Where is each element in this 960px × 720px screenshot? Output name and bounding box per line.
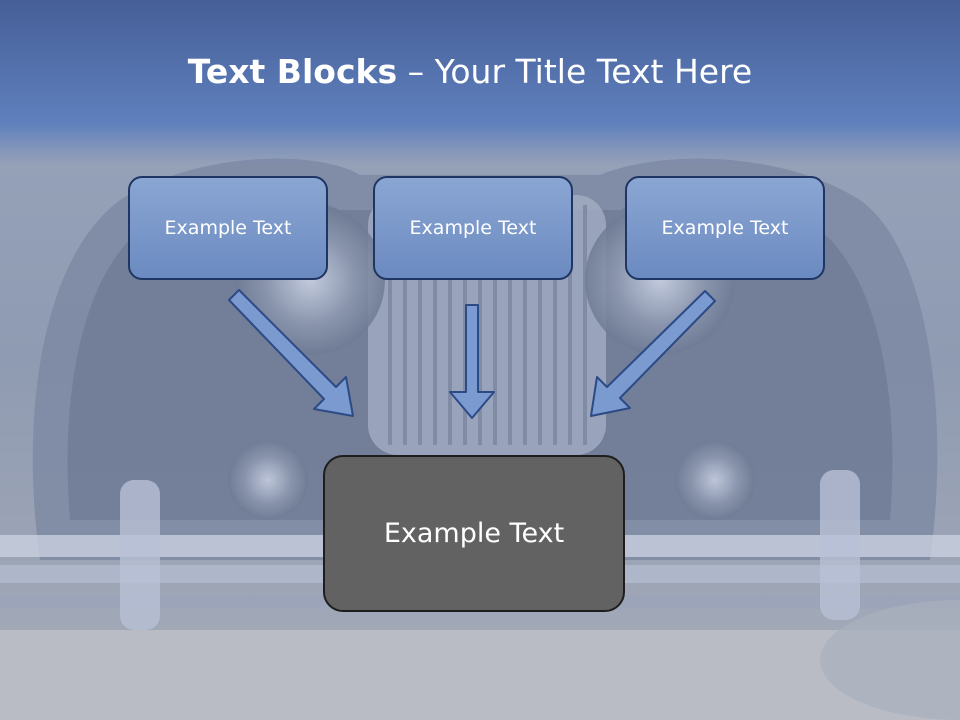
slide-title: Text Blocks – Your Title Text Here (0, 52, 940, 91)
arrow-center (449, 304, 495, 419)
text-block-3-label: Example Text (661, 217, 789, 239)
title-dash: – (407, 52, 425, 91)
title-bold-text: Text Blocks (187, 52, 398, 91)
center-text-block-label: Example Text (383, 518, 565, 549)
title-text: Your Title Text Here (434, 52, 753, 91)
arrow-right (590, 290, 716, 417)
text-block-1[interactable]: Example Text (128, 176, 328, 280)
center-text-block[interactable]: Example Text (323, 455, 625, 612)
text-block-1-label: Example Text (164, 217, 292, 239)
text-block-2[interactable]: Example Text (373, 176, 573, 280)
text-block-2-label: Example Text (409, 217, 537, 239)
text-block-3[interactable]: Example Text (625, 176, 825, 280)
arrow-left (228, 289, 354, 417)
